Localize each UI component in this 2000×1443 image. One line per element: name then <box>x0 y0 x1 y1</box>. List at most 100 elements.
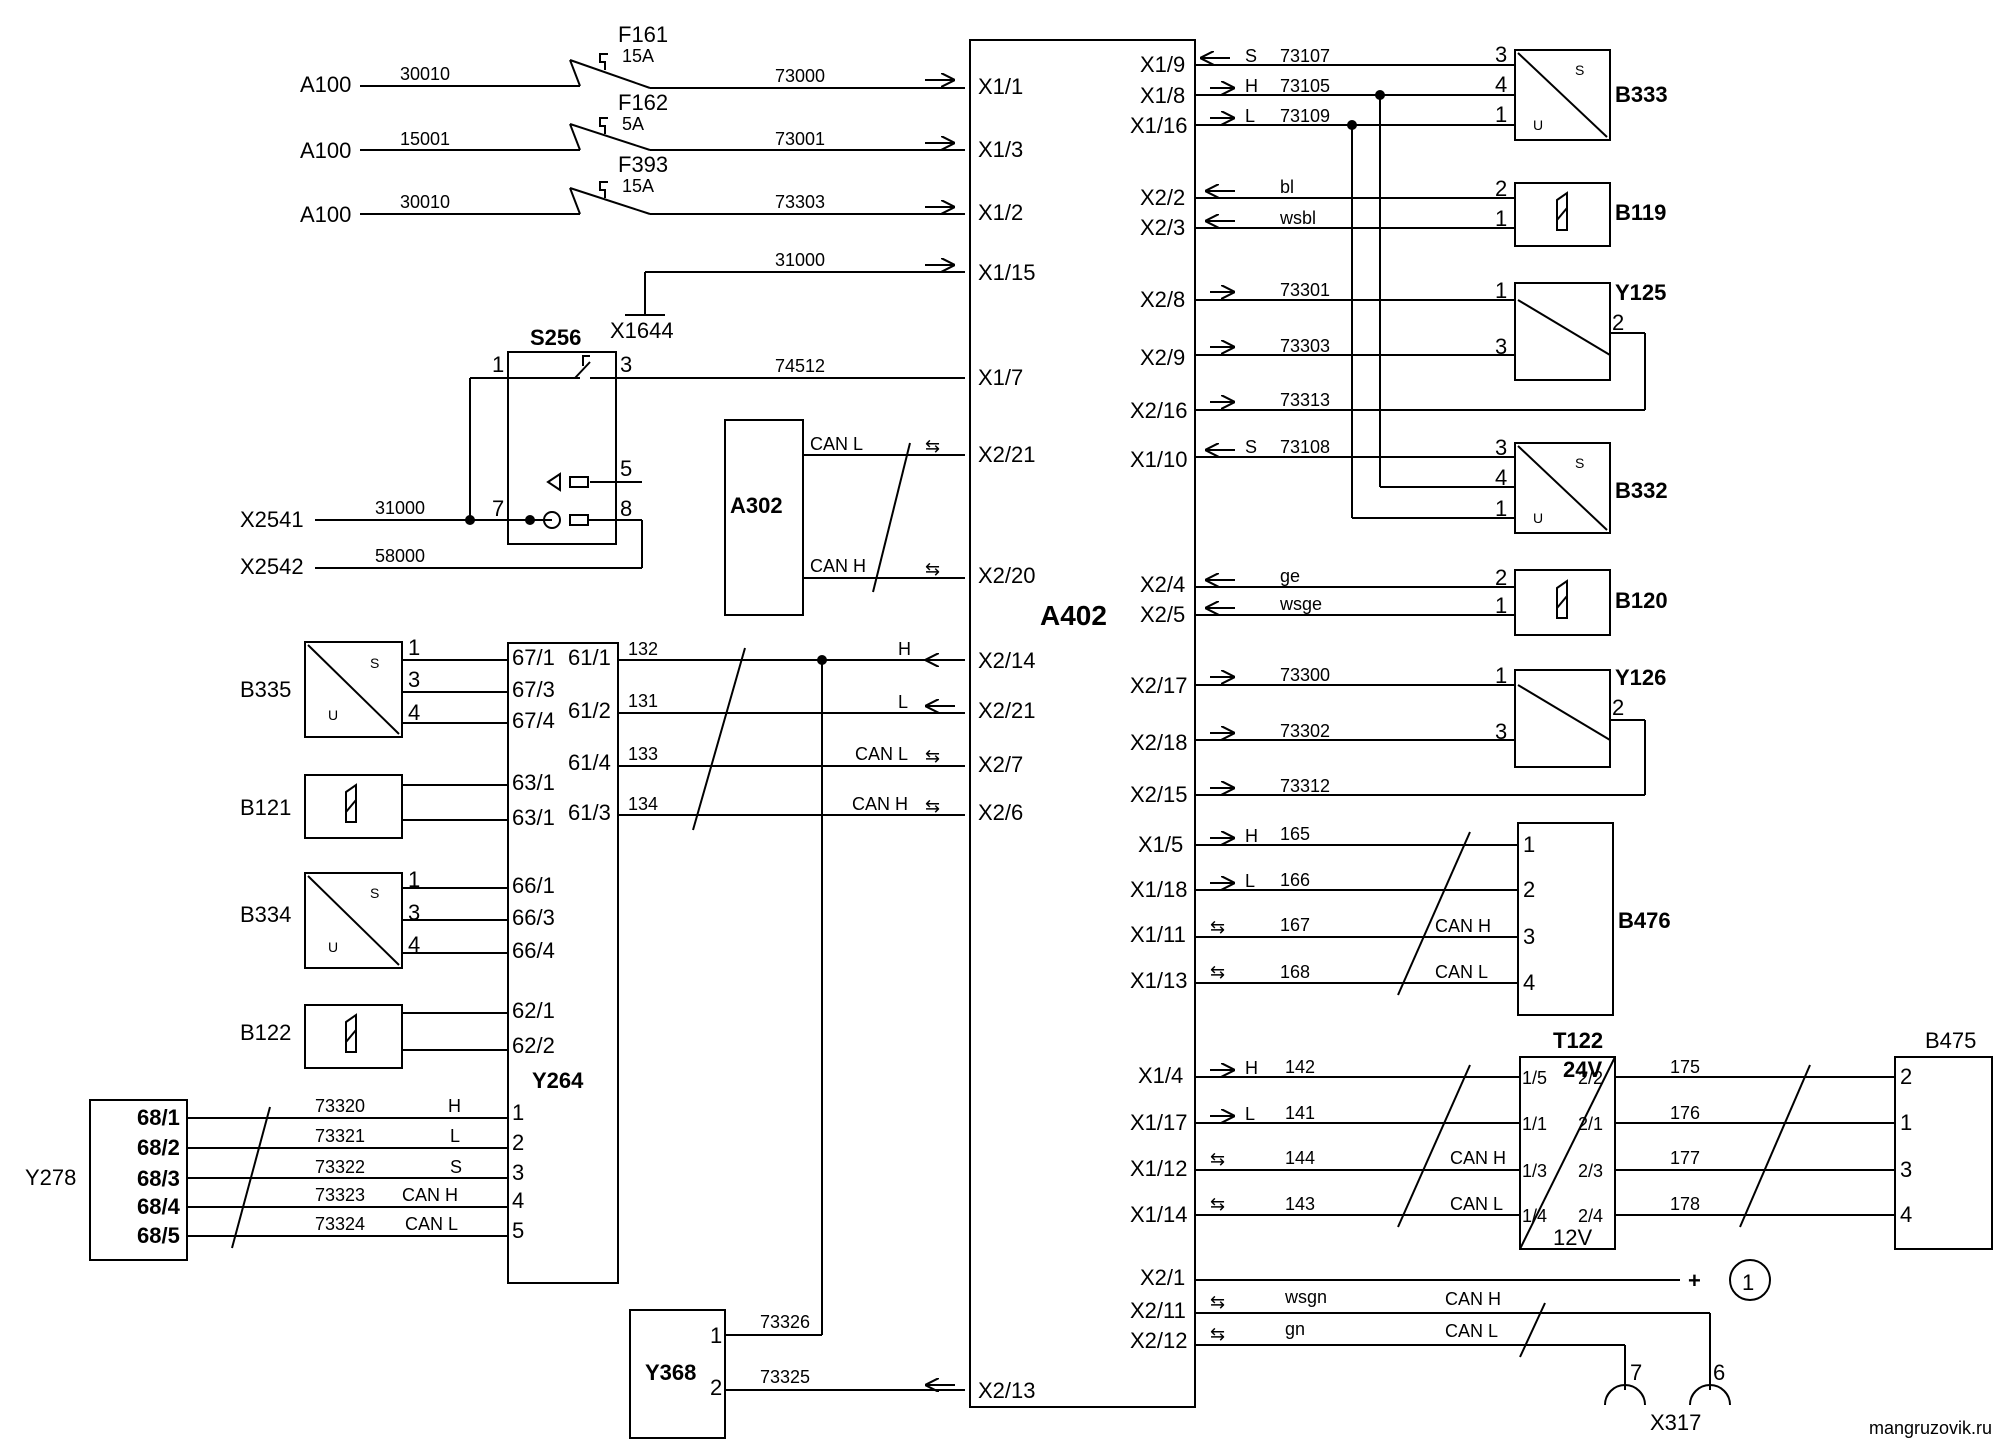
fuse-rating: 15A <box>622 176 654 196</box>
svg-text:68/5: 68/5 <box>137 1223 180 1248</box>
svg-text:X1/10: X1/10 <box>1130 447 1188 472</box>
sensor-b332: X1/10 S 73108 3 4 1 S U B332 <box>1130 435 1668 534</box>
svg-text:73326: 73326 <box>760 1312 810 1332</box>
svg-text:177: 177 <box>1670 1148 1700 1168</box>
svg-text:S: S <box>1575 62 1584 78</box>
pin-label: X1/3 <box>978 137 1023 162</box>
svg-text:73323: 73323 <box>315 1185 365 1205</box>
svg-text:2: 2 <box>1495 176 1507 201</box>
svg-text:3: 3 <box>1495 42 1507 67</box>
svg-text:73105: 73105 <box>1280 76 1330 96</box>
svg-text:X2/18: X2/18 <box>1130 730 1188 755</box>
svg-text:X2/4: X2/4 <box>1140 572 1185 597</box>
svg-text:⇆: ⇆ <box>925 746 940 766</box>
svg-text:Y368: Y368 <box>645 1360 696 1385</box>
svg-text:67/4: 67/4 <box>512 708 555 733</box>
svg-text:CAN L: CAN L <box>855 744 908 764</box>
svg-text:X2/15: X2/15 <box>1130 782 1188 807</box>
svg-text:B334: B334 <box>240 902 291 927</box>
wire-label: 30010 <box>400 192 450 212</box>
svg-text:144: 144 <box>1285 1148 1315 1168</box>
svg-text:3: 3 <box>1900 1157 1912 1182</box>
svg-text:3: 3 <box>512 1160 524 1185</box>
svg-text:L: L <box>1245 106 1255 126</box>
svg-text:X1/18: X1/18 <box>1130 877 1188 902</box>
svg-text:66/3: 66/3 <box>512 905 555 930</box>
pin-label: X2/21 <box>978 442 1036 467</box>
fuse-rating: 5A <box>622 114 644 134</box>
svg-text:12V: 12V <box>1553 1225 1592 1250</box>
svg-text:L: L <box>1245 1104 1255 1124</box>
svg-text:⇆: ⇆ <box>1210 1292 1225 1312</box>
svg-text:CAN H: CAN H <box>852 794 908 814</box>
svg-text:B333: B333 <box>1615 82 1668 107</box>
wire-label: 73303 <box>775 192 825 212</box>
svg-text:73108: 73108 <box>1280 437 1330 457</box>
svg-text:2: 2 <box>1523 877 1535 902</box>
svg-text:Y278: Y278 <box>25 1165 76 1190</box>
svg-text:X2/21: X2/21 <box>978 698 1036 723</box>
svg-text:4: 4 <box>512 1188 524 1213</box>
svg-text:1: 1 <box>408 867 420 892</box>
svg-text:X1/16: X1/16 <box>1130 113 1188 138</box>
fuse-name: F393 <box>618 152 668 177</box>
svg-text:CAN H: CAN H <box>810 556 866 576</box>
valve-y126: X2/17 X2/18 X2/15 73300 73302 73312 1 3 … <box>1130 663 1666 807</box>
svg-text:U: U <box>1533 510 1543 526</box>
svg-text:⇆: ⇆ <box>1210 962 1225 982</box>
svg-text:S: S <box>1245 46 1257 66</box>
svg-text:73312: 73312 <box>1280 776 1330 796</box>
watermark-text: mangruzovik.ru <box>1868 1418 1992 1439</box>
svg-text:X2/11: X2/11 <box>1130 1298 1186 1323</box>
svg-text:B122: B122 <box>240 1020 291 1045</box>
svg-text:H: H <box>1245 1058 1258 1078</box>
svg-text:X2/14: X2/14 <box>978 648 1036 673</box>
svg-text:73324: 73324 <box>315 1214 365 1234</box>
svg-text:1: 1 <box>1523 832 1535 857</box>
svg-text:2: 2 <box>1495 565 1507 590</box>
s256-label: S256 <box>530 325 581 350</box>
svg-text:68/3: 68/3 <box>137 1166 180 1191</box>
svg-text:3: 3 <box>620 352 632 377</box>
svg-text:S: S <box>1245 437 1257 457</box>
svg-text:73313: 73313 <box>1280 390 1330 410</box>
sensor-b333: X1/9 X1/8 X1/16 S H L 73107 73105 73109 … <box>1130 42 1668 518</box>
pin-label: X2/20 <box>978 563 1036 588</box>
fuse-name: F162 <box>618 90 668 115</box>
svg-text:bl: bl <box>1280 177 1294 197</box>
svg-text:68/2: 68/2 <box>137 1135 180 1160</box>
svg-text:2: 2 <box>1900 1064 1912 1089</box>
wire-label: 74512 <box>775 356 825 376</box>
pin-label: X1/2 <box>978 200 1023 225</box>
svg-text:4: 4 <box>1495 72 1507 97</box>
svg-text:wsge: wsge <box>1279 594 1322 614</box>
svg-text:H: H <box>898 639 911 659</box>
svg-text:2/3: 2/3 <box>1578 1161 1603 1181</box>
svg-text:73321: 73321 <box>315 1126 365 1146</box>
svg-text:143: 143 <box>1285 1194 1315 1214</box>
svg-text:B120: B120 <box>1615 588 1668 613</box>
svg-text:CAN L: CAN L <box>1450 1194 1503 1214</box>
sensor-b121: B121 <box>240 774 508 839</box>
svg-text:H: H <box>1245 826 1258 846</box>
sensor-b334: B334 S U 1 3 4 <box>240 867 508 969</box>
fuse-rating: 15A <box>622 46 654 66</box>
svg-text:B476: B476 <box>1618 908 1671 933</box>
wire-label: 31000 <box>375 498 425 518</box>
sensor-b122: B122 <box>240 1004 508 1069</box>
svg-text:B121: B121 <box>240 795 291 820</box>
svg-text:S: S <box>1575 455 1584 471</box>
svg-text:61/2: 61/2 <box>568 698 611 723</box>
svg-text:ge: ge <box>1280 566 1300 586</box>
svg-text:8: 8 <box>620 496 632 521</box>
svg-text:X1/8: X1/8 <box>1140 83 1185 108</box>
svg-text:61/1: 61/1 <box>568 645 611 670</box>
svg-text:73302: 73302 <box>1280 721 1330 741</box>
valve-y125: X2/8 X2/9 X2/16 73301 73303 73313 1 3 2 … <box>1130 278 1666 423</box>
a302-label: A302 <box>730 493 783 518</box>
svg-text:1: 1 <box>512 1100 524 1125</box>
svg-text:3: 3 <box>1495 719 1507 744</box>
svg-text:CAN H: CAN H <box>1450 1148 1506 1168</box>
svg-text:CAN L: CAN L <box>1445 1321 1498 1341</box>
svg-text:X2/2: X2/2 <box>1140 185 1185 210</box>
